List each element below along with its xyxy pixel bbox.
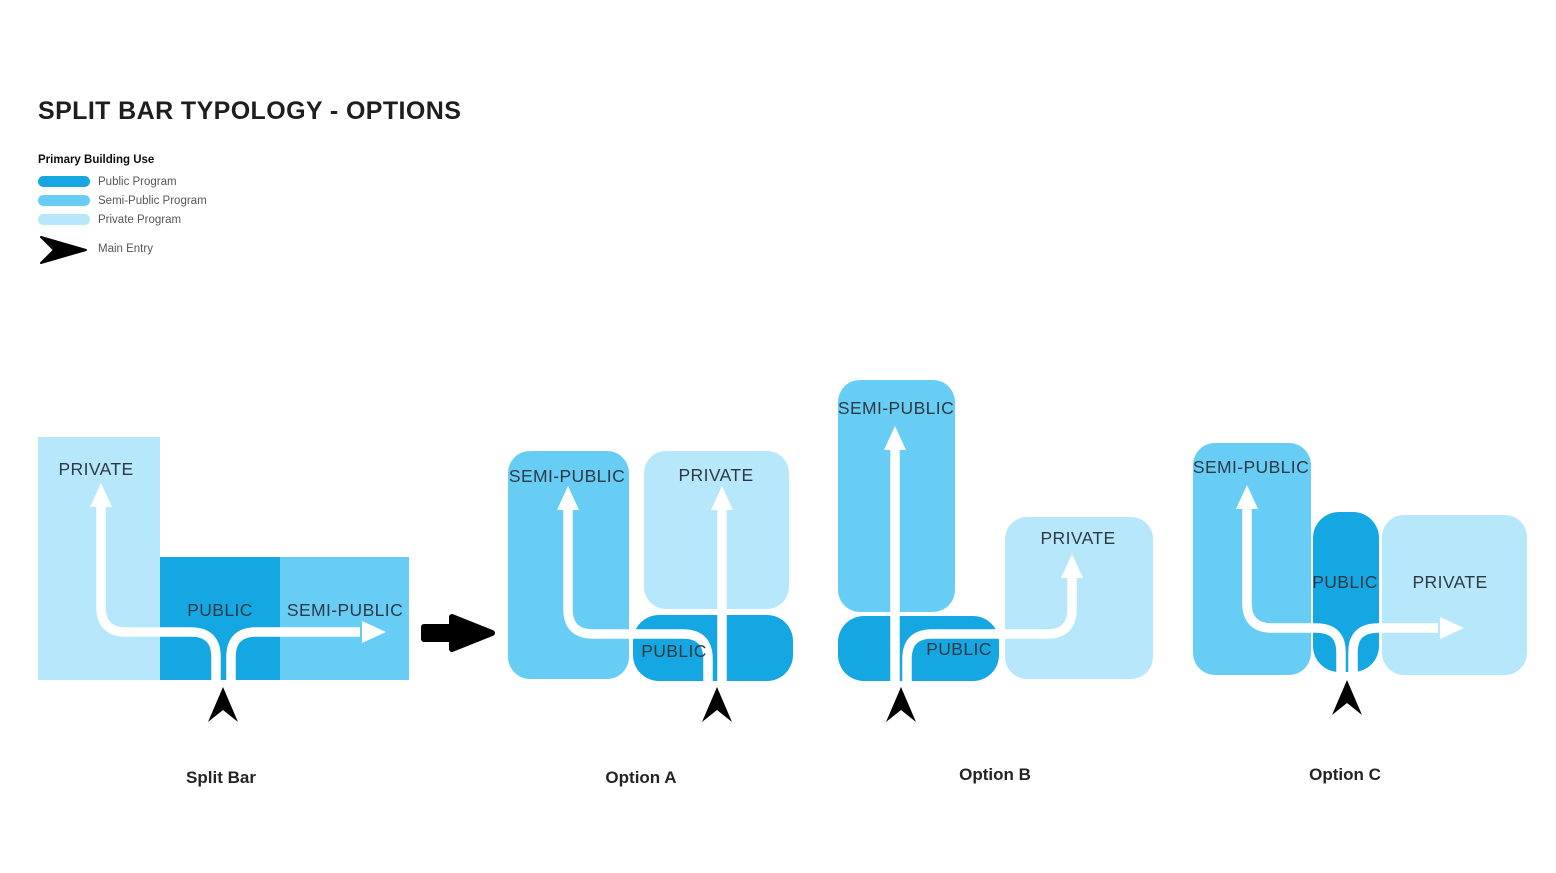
legend-item-main-entry: Main Entry	[38, 234, 207, 264]
caption-option-c: Option C	[1309, 765, 1381, 784]
main-entry-marker-icon	[886, 687, 916, 722]
main-entry-marker-icon	[208, 687, 238, 722]
legend-item-label: Public Program	[98, 175, 177, 188]
route-to-private	[1348, 623, 1438, 673]
route-to-private	[902, 578, 1077, 681]
route-to-semi-public	[1242, 508, 1346, 673]
main-entry-arrow-icon	[40, 236, 87, 264]
legend-heading: Primary Building Use	[38, 154, 155, 166]
caption-split-bar: Split Bar	[186, 768, 256, 787]
route-arrowhead-up-icon	[711, 486, 733, 510]
route-to-semi-public	[226, 627, 360, 681]
semi-public-label: SEMI-PUBLIC	[509, 466, 625, 486]
page-title: SPLIT BAR TYPOLOGY - OPTIONS	[38, 97, 462, 125]
legend-item-semi-public: Semi-Public Program	[38, 194, 207, 207]
public-label: PUBLIC	[187, 600, 253, 620]
legend-item-private: Private Program	[38, 213, 207, 226]
semi-public-block	[280, 557, 409, 680]
caption-option-a: Option A	[605, 768, 677, 787]
route-arrowhead-up-icon	[90, 483, 112, 507]
semi-public-label: SEMI-PUBLIC	[838, 398, 954, 418]
diagram-split-bar: PRIVATE PUBLIC SEMI-PUBLIC	[38, 437, 409, 722]
route-arrowhead-up-icon	[884, 426, 906, 450]
private-swatch	[38, 214, 90, 225]
legend: Primary Building Use Public Program Semi…	[38, 154, 207, 264]
private-block	[1382, 515, 1527, 675]
legend-item-label: Main Entry	[98, 243, 153, 255]
route-arrowhead-right-icon	[1440, 617, 1464, 639]
public-label: PUBLIC	[926, 639, 992, 659]
diagram-option-b: SEMI-PUBLIC PUBLIC PRIVATE	[838, 380, 1153, 722]
route-arrowhead-right-icon	[362, 621, 386, 643]
legend-item-public: Public Program	[38, 175, 207, 188]
route-arrowhead-up-icon	[1236, 485, 1258, 509]
main-entry-marker-icon	[702, 687, 732, 722]
route-arrowhead-up-icon	[557, 486, 579, 510]
private-label: PRIVATE	[1412, 572, 1487, 592]
legend-item-label: Semi-Public Program	[98, 194, 207, 207]
route-arrowhead-up-icon	[1061, 554, 1083, 578]
diagram-option-c: SEMI-PUBLIC PUBLIC PRIVATE	[1193, 443, 1527, 715]
caption-option-b: Option B	[959, 765, 1031, 784]
semi-public-swatch-icon	[38, 195, 90, 206]
route-to-private	[96, 506, 221, 681]
private-label: PRIVATE	[1040, 528, 1115, 548]
public-swatch	[38, 176, 90, 187]
public-label: PUBLIC	[1312, 572, 1378, 592]
private-label: PRIVATE	[58, 459, 133, 479]
public-block	[1313, 512, 1379, 672]
private-label: PRIVATE	[678, 465, 753, 485]
route-to-semi-public	[563, 509, 713, 681]
private-block	[644, 451, 789, 609]
legend-item-label: Private Program	[98, 213, 182, 226]
semi-public-block	[1193, 443, 1311, 675]
semi-public-swatch	[38, 195, 90, 206]
public-label: PUBLIC	[641, 641, 707, 661]
semi-public-label: SEMI-PUBLIC	[287, 600, 403, 620]
main-entry-marker-icon	[1332, 680, 1362, 715]
diagram-option-a: SEMI-PUBLIC PRIVATE PUBLIC	[508, 451, 793, 722]
public-swatch-icon	[38, 176, 90, 187]
semi-public-label: SEMI-PUBLIC	[1193, 457, 1309, 477]
private-swatch-icon	[38, 214, 90, 225]
transition-arrow-icon	[421, 614, 495, 652]
